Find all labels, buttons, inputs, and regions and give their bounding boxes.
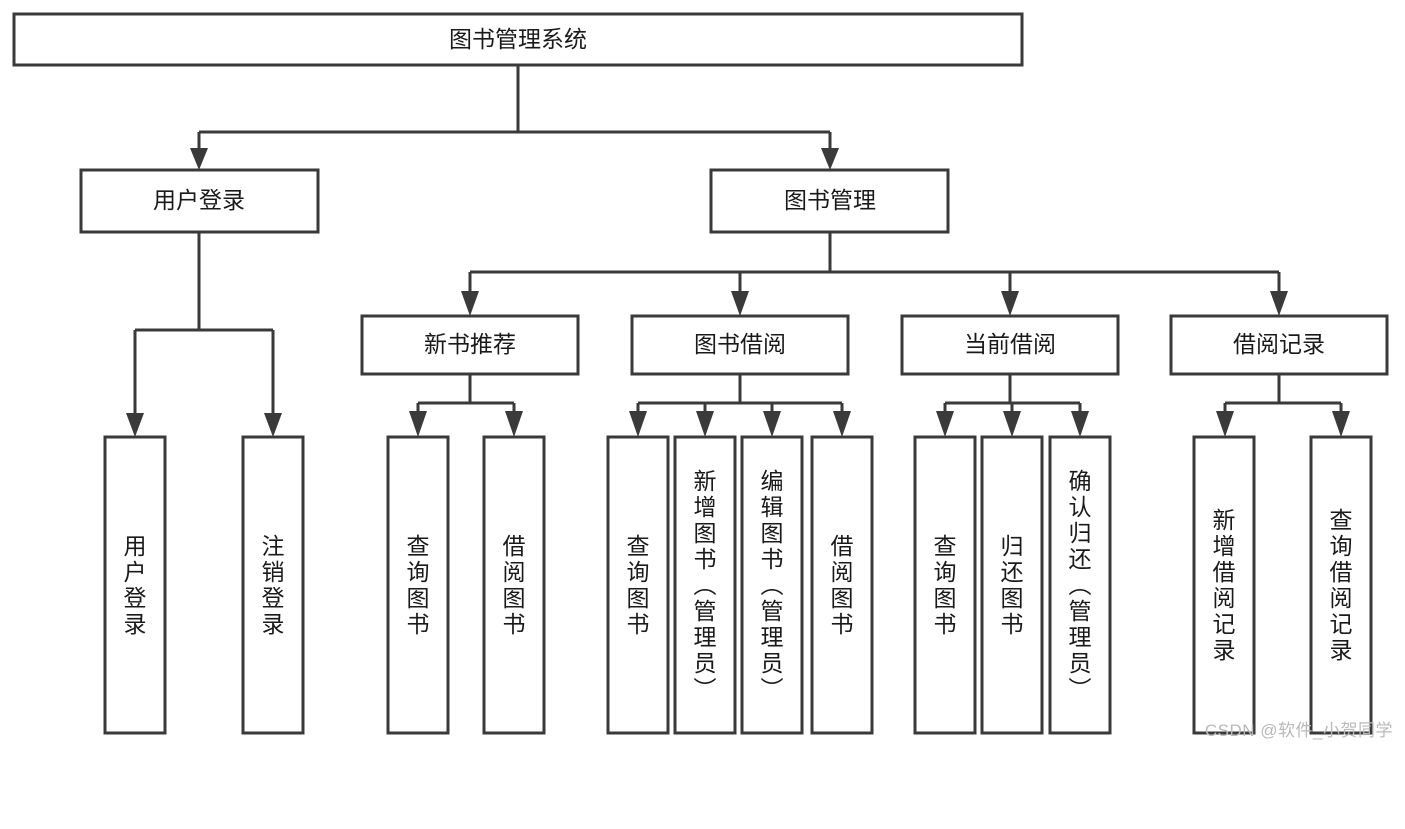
node-current-borrow-label: 当前借阅 <box>964 331 1056 357</box>
node-borrow-record[interactable]: 借阅记录 <box>1169 314 1389 376</box>
leaf-logout-box[interactable] <box>241 435 305 735</box>
arrow-head-leaf-add-book <box>696 411 714 437</box>
node-root[interactable]: 图书管理系统 <box>12 12 1024 67</box>
arrow-head-leaf-query-book-3 <box>936 411 954 437</box>
node-book-manage-label: 图书管理 <box>784 187 876 213</box>
leaf-query-record-box[interactable] <box>1309 435 1373 735</box>
arrow-head-user-login <box>190 148 208 170</box>
node-book-borrow-label: 图书借阅 <box>694 331 786 357</box>
arrow-head-leaf-query-book-2 <box>629 411 647 437</box>
node-book-manage-box[interactable] <box>709 168 950 234</box>
arrow-head-leaf-confirm-return <box>1071 411 1089 437</box>
connector-layer <box>126 65 1350 437</box>
node-new-book-rec-box[interactable] <box>360 314 580 376</box>
node-user-login-label: 用户登录 <box>153 187 245 213</box>
arrow-head-book-manage <box>821 148 839 170</box>
arrow-head-leaf-edit-book <box>763 411 781 437</box>
arrow-head-book-borrow <box>731 291 749 316</box>
node-new-book-rec-label: 新书推荐 <box>424 331 516 357</box>
leaf-user-login-box[interactable] <box>103 435 167 735</box>
node-book-borrow-box[interactable] <box>630 314 850 376</box>
arrow-head-leaf-logout <box>264 413 282 437</box>
leaf-query-book-2-box[interactable] <box>606 435 670 735</box>
arrow-head-leaf-borrow-book-1 <box>505 411 523 437</box>
arrow-head-leaf-user-login <box>126 413 144 437</box>
arrow-head-leaf-return-book <box>1003 411 1021 437</box>
node-root-box[interactable] <box>12 12 1024 67</box>
leaf-query-book-3-box[interactable] <box>913 435 977 735</box>
arrow-head-leaf-borrow-book-2 <box>833 411 851 437</box>
node-new-book-rec[interactable]: 新书推荐 <box>360 314 580 376</box>
csdn-watermark: CSDN @软件_小贺同学 <box>1204 721 1393 740</box>
diagram-canvas: 图书管理系统 用户登录 图书管理 新书推荐 图书借阅 当前借阅 借阅记录 <box>12 12 1389 735</box>
arrow-head-leaf-query-book-1 <box>409 411 427 437</box>
leaf-query-book-1-box[interactable] <box>386 435 450 735</box>
leaf-edit-book-box[interactable] <box>740 435 804 735</box>
node-borrow-record-label: 借阅记录 <box>1233 331 1325 357</box>
leaf-box-layer <box>103 435 1373 735</box>
leaf-add-record-box[interactable] <box>1192 435 1256 735</box>
node-root-label: 图书管理系统 <box>449 26 587 52</box>
leaf-add-book-box[interactable] <box>673 435 737 735</box>
node-user-login[interactable]: 用户登录 <box>79 168 320 234</box>
node-current-borrow-box[interactable] <box>900 314 1120 376</box>
leaf-confirm-return-box[interactable] <box>1048 435 1112 735</box>
arrow-head-borrow-record <box>1270 291 1288 316</box>
arrow-head-leaf-query-record <box>1332 411 1350 437</box>
arrow-head-current-borrow <box>1001 291 1019 316</box>
node-book-manage[interactable]: 图书管理 <box>709 168 950 234</box>
node-borrow-record-box[interactable] <box>1169 314 1389 376</box>
leaf-return-book-box[interactable] <box>980 435 1044 735</box>
node-book-borrow[interactable]: 图书借阅 <box>630 314 850 376</box>
leaf-borrow-book-2-box[interactable] <box>810 435 874 735</box>
node-user-login-box[interactable] <box>79 168 320 234</box>
leaf-borrow-book-1-box[interactable] <box>482 435 546 735</box>
arrow-head-leaf-add-record <box>1216 411 1234 437</box>
functional-structure-diagram: 图书管理系统 用户登录 图书管理 新书推荐 图书借阅 当前借阅 借阅记录 <box>12 12 1393 740</box>
node-current-borrow[interactable]: 当前借阅 <box>900 314 1120 376</box>
arrow-head-new-book-rec <box>461 291 479 316</box>
